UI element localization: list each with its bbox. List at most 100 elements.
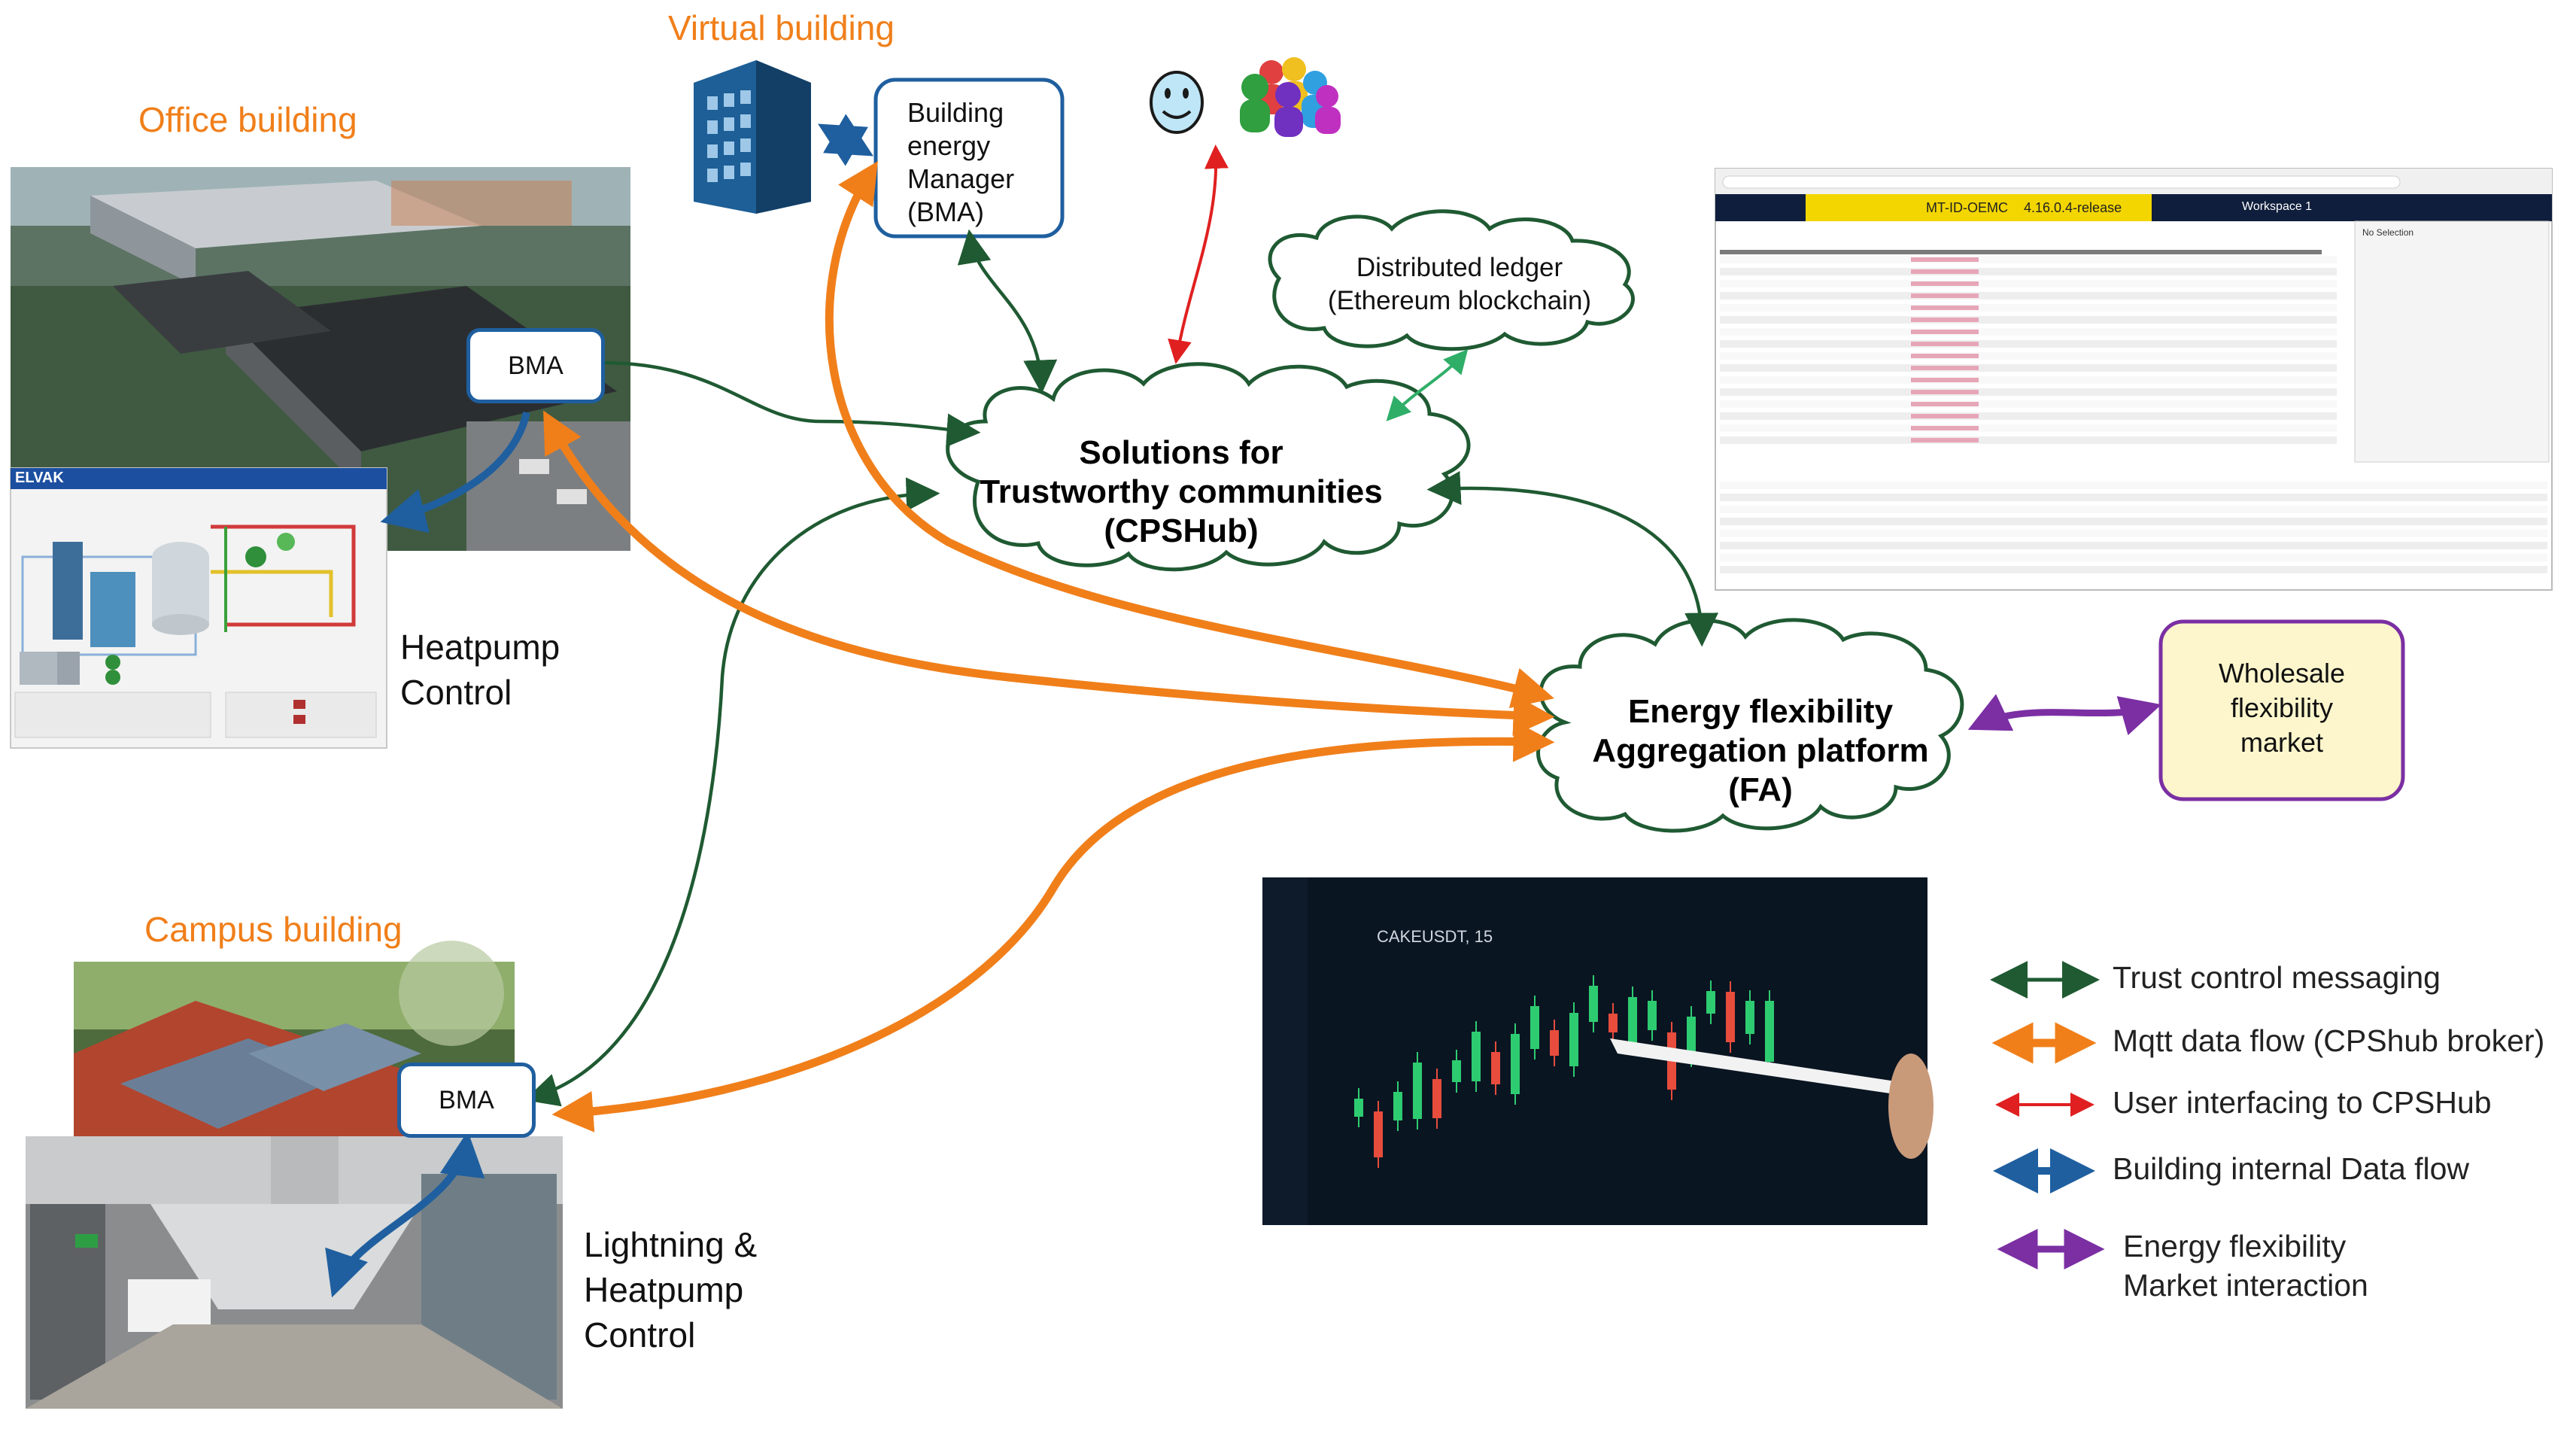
trade-row [1720, 364, 2337, 372]
trade-depth-bar [1911, 306, 1979, 310]
office-building-title: Office building [138, 100, 357, 139]
office-bma-box[interactable]: BMA [466, 328, 605, 403]
cpshub-label[interactable]: Solutions for Trustworthy communities (C… [980, 434, 1383, 549]
trading-workspace-label: Workspace 1 [2242, 200, 2313, 213]
fa-platform-label[interactable]: Energy flexibility Aggregation platform … [1592, 693, 1929, 808]
trade-row [1720, 352, 2337, 360]
candle-body [1374, 1111, 1383, 1157]
candle-body [1452, 1060, 1461, 1082]
legend-label-mqtt: Mqtt data flow (CPShub broker) [2113, 1023, 2545, 1058]
legend-swatches [1990, 961, 2105, 1269]
order-row [1720, 506, 2547, 513]
candle-body [1432, 1079, 1441, 1118]
candle-body [1687, 1017, 1696, 1057]
trade-depth-bar [1911, 402, 1979, 406]
trade-row [1720, 400, 2337, 408]
internal-data-flow-arrows [325, 114, 873, 1298]
candle-body [1550, 1030, 1559, 1056]
stylus-shape [1610, 1038, 1926, 1099]
order-row [1720, 566, 2547, 573]
campus-bma-box[interactable]: BMA [397, 1063, 536, 1138]
heatpump-control-label: Heatpump Control [400, 628, 560, 712]
trading-table-rows [1720, 220, 2550, 573]
trade-depth-bar [1911, 269, 1979, 274]
candle-body [1354, 1099, 1363, 1117]
trade-depth-bar [1911, 426, 1979, 430]
virtual-building-title: Virtual building [668, 8, 895, 47]
trade-row [1720, 292, 2337, 299]
market-interaction-arrow [1967, 694, 2161, 736]
hand-shape [1888, 1054, 1934, 1159]
trade-depth-bar [1911, 378, 1979, 382]
candle-body [1491, 1052, 1500, 1084]
candle-body [1589, 986, 1598, 1022]
trade-depth-bar [1911, 257, 1979, 262]
candle-body [1413, 1063, 1422, 1119]
candle-body [1765, 1001, 1774, 1062]
mqtt-data-flow-arrows [543, 161, 1555, 1133]
trade-depth-bar [1911, 342, 1979, 346]
candle-body [1472, 1032, 1481, 1081]
order-row [1720, 518, 2547, 525]
trade-depth-bar [1911, 366, 1979, 370]
campus-bma-label: BMA [439, 1085, 494, 1114]
virtual-building-icon [694, 60, 811, 214]
trade-row [1720, 424, 2337, 432]
people-group-icon [1240, 57, 1341, 137]
trade-row [1720, 388, 2337, 396]
trade-row [1720, 268, 2337, 275]
trade-row [1720, 316, 2337, 324]
trading-side-panel [2354, 220, 2550, 463]
trading-no-selection-label: No Selection [2362, 227, 2414, 238]
candle-body [1393, 1092, 1402, 1120]
candle-body [1511, 1034, 1520, 1094]
legend-label-trust: Trust control messaging [2113, 960, 2441, 995]
heatpump-scada-screenshot [10, 467, 387, 749]
trading-contract-label: MT-ID-OEMC [1926, 200, 2008, 215]
trade-depth-bar [1911, 414, 1979, 418]
trade-depth-bar [1911, 330, 1979, 334]
trade-depth-bar [1911, 281, 1979, 286]
order-row [1720, 542, 2547, 549]
trade-row [1720, 376, 2337, 384]
legend-label-user: User interfacing to CPSHub [2113, 1085, 2492, 1120]
smiley-face-icon [1150, 71, 1204, 134]
order-row [1720, 530, 2547, 537]
trade-row [1720, 412, 2337, 420]
candle-body [1648, 1001, 1657, 1030]
trade-depth-bar [1911, 293, 1979, 298]
legend-label-market: Energy flexibility Market interaction [2123, 1229, 2368, 1303]
wholesale-market-label: Wholesale flexibility market [2218, 658, 2346, 758]
trade-row [1720, 340, 2337, 348]
candle-body [1745, 1001, 1754, 1034]
order-row [1720, 554, 2547, 561]
candle-body [1569, 1013, 1578, 1066]
campus-building-title: Campus building [144, 910, 402, 949]
candlestick-marks [1354, 975, 1934, 1168]
office-bma-label: BMA [508, 351, 564, 380]
trade-depth-bar [1911, 438, 1979, 442]
chart-ticker-label: CAKEUSDT, 15 [1377, 927, 1493, 946]
distributed-ledger-label: Distributed ledger (Ethereum blockchain) [1327, 253, 1592, 315]
legend-label-internal: Building internal Data flow [2113, 1151, 2470, 1186]
candlestick-chart-photo [1262, 877, 1927, 1225]
order-row [1720, 482, 2547, 489]
scada-logo: ELVAK [15, 470, 64, 486]
trade-row [1720, 304, 2337, 312]
candle-body [1608, 1014, 1618, 1032]
lightning-control-label: Lightning & Heatpump Control [584, 1225, 758, 1355]
trade-depth-bar [1911, 318, 1979, 322]
candle-body [1530, 1006, 1539, 1049]
trade-depth-bar [1911, 354, 1979, 358]
trade-row [1720, 436, 2337, 444]
trade-row [1720, 256, 2337, 263]
candle-body [1706, 991, 1715, 1014]
user-interfacing-arrow [1168, 144, 1229, 364]
building-energy-manager-label: Building energy Manager (BMA) [907, 97, 1015, 227]
trading-release-label: 4.16.0.4-release [2024, 200, 2122, 215]
candle-body [1726, 992, 1735, 1042]
trade-depth-bar [1911, 390, 1979, 394]
campus-corridor-photo [26, 1136, 563, 1409]
candle-body [1628, 997, 1637, 1044]
trade-row [1720, 280, 2337, 287]
